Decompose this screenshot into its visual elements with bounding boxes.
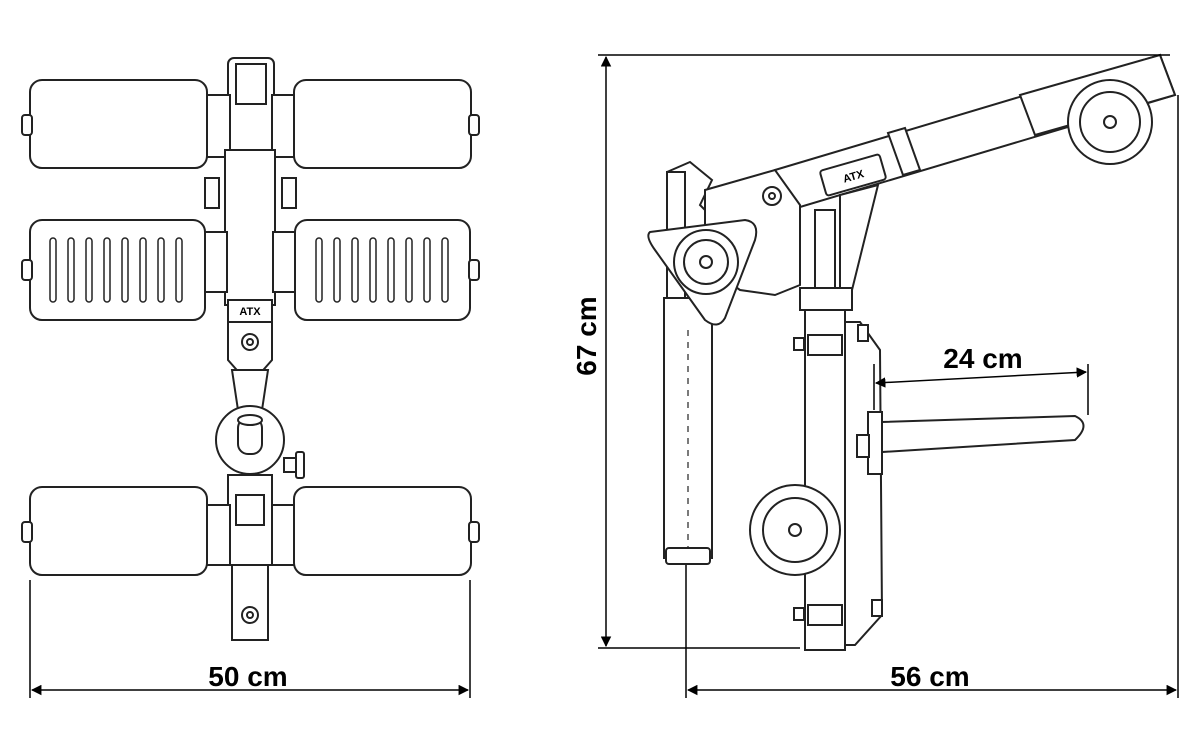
side-nut-left-1 [793,337,805,351]
front-top-slot [235,63,267,105]
dim-label-height: 67 cm [571,296,602,375]
front-cap-mid-right [468,259,480,281]
front-pad-bottom-left [29,486,208,576]
front-pad-grooves [49,237,449,303]
side-view: ATX [647,53,1177,651]
side-back-plate [844,321,884,646]
front-mid-column [224,149,276,306]
front-bolt-2-core [246,611,254,619]
dimension-height [598,54,1170,649]
side-left-foot [665,547,711,565]
front-bolt-1-core [246,338,254,346]
front-axle-right-2 [272,231,298,293]
side-horn [881,414,1085,454]
dim-label-depth: 56 cm [890,661,969,692]
front-cap-top-left [21,114,33,136]
side-nut-right-2 [871,599,883,617]
front-cap-mid-left [21,259,33,281]
front-foot [231,564,269,641]
side-nut-left-2 [793,607,805,621]
front-axle-right [271,94,297,158]
front-axle-left [205,94,231,158]
side-right-post [804,309,846,651]
front-bracket-left [204,177,220,209]
front-pad-top-left [29,79,208,169]
side-slot [814,209,836,291]
side-clip-1 [807,334,843,356]
front-axle-left-2 [202,231,228,293]
dim-label-width: 50 cm [208,661,287,692]
front-arm [230,369,270,411]
front-axle-left-3 [205,504,231,566]
side-wheel-top-hub [1103,115,1117,129]
side-pivot-bolt-core [768,192,776,200]
front-cap-top-right [468,114,480,136]
dim-label-horn: 24 cm [943,343,1022,374]
front-cap-bottom-left [21,521,33,543]
side-logo: ATX [842,168,866,186]
side-clip-2 [807,604,843,626]
front-bracket-right [281,177,297,209]
dimension-depth [685,95,1179,698]
side-arm-collar [886,126,922,177]
front-axle-right-3 [271,504,297,566]
side-hook [666,160,714,216]
front-view: ATX [21,57,480,641]
front-logo: ATX [239,306,261,318]
front-knob [295,451,305,479]
front-pin-top [237,414,263,426]
side-clamp [799,287,853,311]
dimension-width-front [29,580,471,698]
front-pad-bottom-right [293,486,472,576]
dim-line-horn [874,367,1088,388]
side-horn-clip [856,434,870,458]
side-nut-right-1 [857,324,869,342]
side-support-brace [839,183,880,291]
side-logo-plate [819,153,887,197]
dimension-horn [873,364,1089,415]
front-pad-top-right [293,79,472,169]
front-base-window [235,494,265,526]
side-cam-hub [699,255,713,269]
front-cap-bottom-right [468,521,480,543]
side-horn-base [867,411,883,475]
side-wheel-bottom-hub [788,523,802,537]
